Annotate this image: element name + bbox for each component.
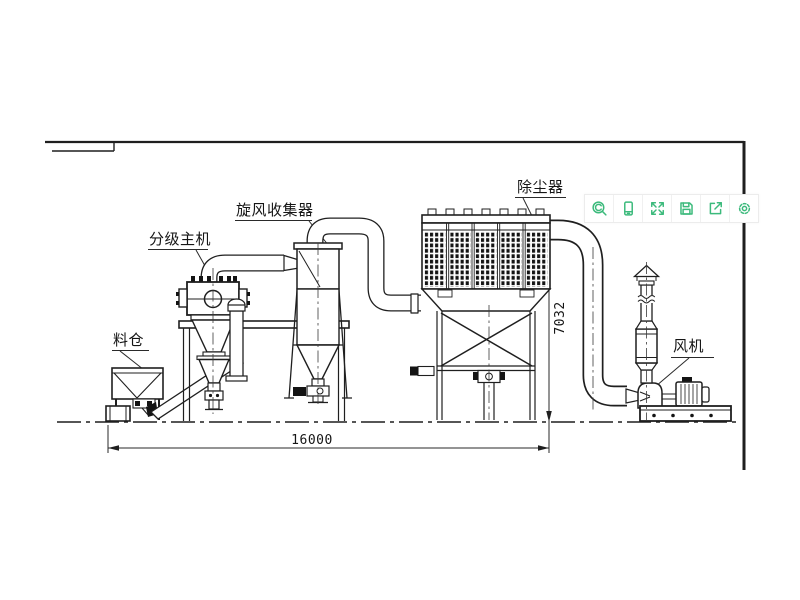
label-fan: 风机	[673, 337, 704, 355]
save-icon	[679, 202, 693, 215]
share-button[interactable]	[700, 195, 729, 222]
support-table	[178, 320, 350, 421]
mobile-preview-icon	[623, 201, 633, 216]
dimension-total-length: 16000	[291, 433, 333, 448]
mobile-preview-button[interactable]	[613, 195, 642, 222]
fullscreen-button[interactable]	[642, 195, 671, 222]
share-icon	[709, 202, 722, 215]
label-feed-hopper: 料仓	[113, 331, 144, 349]
dimension-total-height: 7032	[553, 301, 568, 334]
settings-gear-icon	[738, 202, 750, 215]
dust-collector-machine	[410, 208, 552, 420]
fullscreen-icon	[650, 202, 664, 215]
fan-machine	[625, 264, 732, 422]
centerlines	[212, 243, 647, 420]
feed-hopper-machine	[105, 367, 164, 422]
viewer-toolbar	[584, 194, 759, 223]
label-classifier: 分级主机	[149, 230, 211, 248]
label-cyclone: 旋风收集器	[236, 201, 314, 219]
pipe-cyclone-to-dust-collector	[306, 217, 421, 314]
label-dust-collector: 除尘器	[517, 178, 564, 196]
zoom-tool-button[interactable]	[585, 195, 613, 222]
zoom-icon	[591, 201, 607, 216]
save-button[interactable]	[671, 195, 700, 222]
settings-button[interactable]	[729, 195, 758, 222]
